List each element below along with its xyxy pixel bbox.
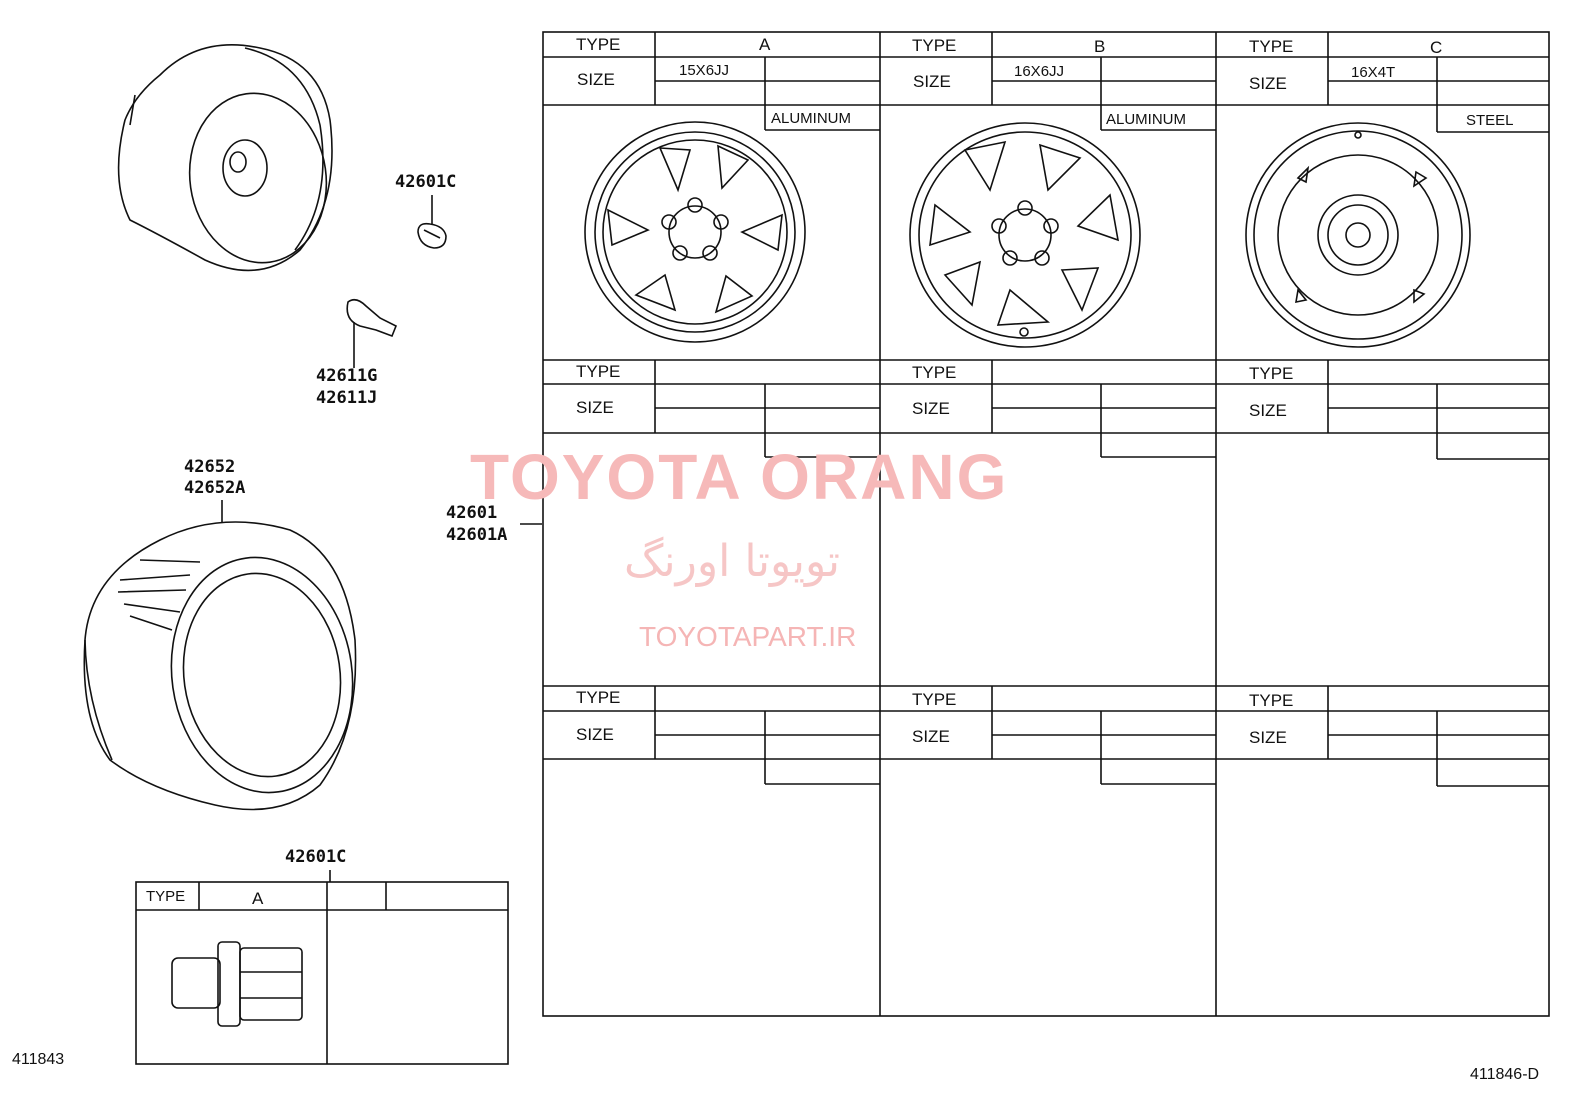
col-a-size-value: 15X6JJ bbox=[679, 62, 730, 79]
col-c-type-value: C bbox=[1430, 38, 1443, 57]
wheel-b-drawing bbox=[909, 122, 1141, 348]
watermark-persian: تویوتا اورنگ bbox=[624, 536, 840, 587]
col-b-size-value: 16X6JJ bbox=[1014, 63, 1065, 80]
row3-col-b-type-label: TYPE bbox=[912, 690, 957, 709]
part-label-valve-cap: 42601C bbox=[395, 172, 457, 192]
figure-code-right: 411846-D bbox=[1470, 1066, 1540, 1083]
col-b-type-label: TYPE bbox=[912, 36, 957, 55]
col-b-material: ALUMINUM bbox=[1106, 111, 1187, 128]
col-a-type-label: TYPE bbox=[576, 35, 621, 54]
col-b-size-label: SIZE bbox=[913, 72, 951, 91]
spare-wheel-drawing bbox=[117, 44, 333, 272]
row3-col-a-size-label: SIZE bbox=[576, 725, 614, 744]
watermark-url: TOYOTAPART.IR bbox=[639, 621, 857, 652]
part-label-tire-b: 42652A bbox=[184, 478, 246, 498]
col-b-type-value: B bbox=[1094, 37, 1106, 56]
col-a-size-label: SIZE bbox=[577, 70, 615, 89]
part-label-tire-a: 42652 bbox=[184, 457, 236, 477]
nut-table-type-label: TYPE bbox=[146, 888, 186, 905]
row2-col-b-type-label: TYPE bbox=[912, 363, 957, 382]
row2-col-c-type-label: TYPE bbox=[1249, 364, 1294, 383]
row2-col-a-size-label: SIZE bbox=[576, 398, 614, 417]
valve-cap-drawing bbox=[417, 195, 447, 249]
row3-col-b-size-label: SIZE bbox=[912, 727, 950, 746]
part-label-wheel-a: 42601 bbox=[446, 503, 498, 523]
wheel-a-drawing bbox=[584, 121, 806, 343]
part-label-valve-a: 42611G bbox=[316, 366, 378, 386]
lug-nut-drawing bbox=[171, 941, 303, 1027]
part-label-wheel-b: 42601A bbox=[446, 525, 508, 545]
part-label-valve-b: 42611J bbox=[316, 388, 378, 408]
nut-table-grid bbox=[135, 870, 509, 1065]
col-c-size-label: SIZE bbox=[1249, 74, 1287, 93]
col-a-type-value: A bbox=[759, 35, 771, 54]
row2-col-b-size-label: SIZE bbox=[912, 399, 950, 418]
tire-drawing bbox=[83, 500, 357, 811]
part-label-nut: 42601C bbox=[285, 847, 347, 867]
row3-col-c-size-label: SIZE bbox=[1249, 728, 1287, 747]
col-c-material: STEEL bbox=[1466, 112, 1514, 129]
wheel-table-grid bbox=[542, 31, 1550, 1017]
figure-code-left: 411843 bbox=[12, 1051, 65, 1068]
wheel-c-drawing bbox=[1245, 122, 1471, 348]
watermark-title: TOYOTA ORANG bbox=[470, 441, 1009, 513]
row3-col-a-type-label: TYPE bbox=[576, 688, 621, 707]
row3-col-c-type-label: TYPE bbox=[1249, 691, 1294, 710]
col-c-size-value: 16X4T bbox=[1351, 64, 1396, 81]
col-a-material: ALUMINUM bbox=[771, 110, 852, 127]
row2-col-c-size-label: SIZE bbox=[1249, 401, 1287, 420]
valve-stem-drawing bbox=[346, 298, 398, 368]
col-c-type-label: TYPE bbox=[1249, 37, 1294, 56]
nut-table-type-value: A bbox=[252, 889, 264, 908]
row2-col-a-type-label: TYPE bbox=[576, 362, 621, 381]
